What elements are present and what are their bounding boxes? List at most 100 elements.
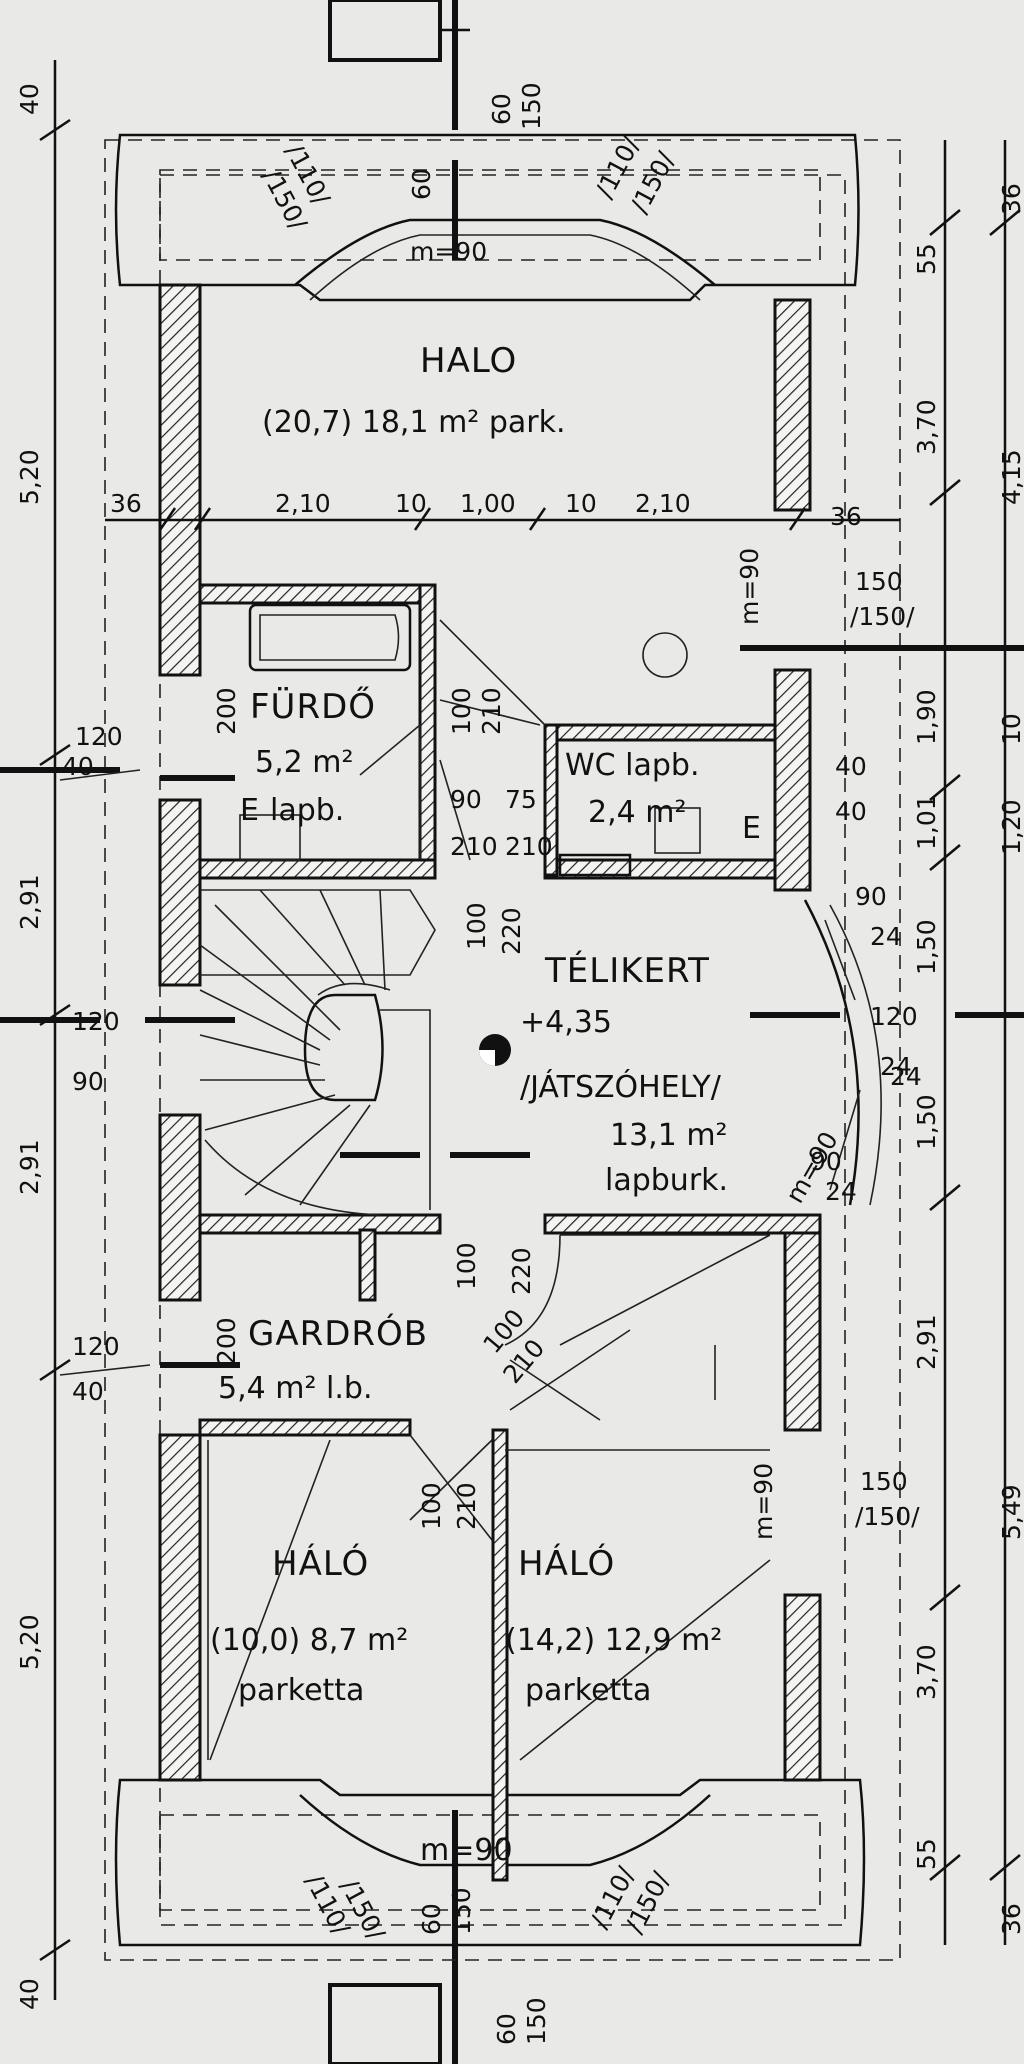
room-area-wc: 2,4 m² xyxy=(588,795,687,830)
dim-door-13: 100 xyxy=(417,1482,446,1530)
right-dimension-labels: 36 4,15 10 1,20 5,49 36 55 3,70 1,90 1,0… xyxy=(835,183,1024,1935)
dim-left-open-5: 120 xyxy=(72,1332,120,1361)
left-dimension-chain xyxy=(39,60,151,2000)
dim-door-11: 220 xyxy=(507,1247,536,1295)
room-name-winter-garden: TÉLIKERT xyxy=(544,950,710,991)
dim-door-7: 210 xyxy=(505,832,553,861)
dim-bay-4: 24 xyxy=(890,1062,922,1091)
room-bedroom-right: m=90 HÁLÓ (14,2) 12,9 m² parketta xyxy=(505,1463,778,1708)
dim-left-open-3: 120 xyxy=(72,1007,120,1036)
dim-right-open-2: /150/ xyxy=(850,602,915,631)
dim-right-outer-3: 10 xyxy=(997,713,1024,745)
dim-left-open-4: 90 xyxy=(72,1067,104,1096)
dim-right-inner-8: 3,70 xyxy=(912,1644,941,1700)
dim-right-inner-7: 2,91 xyxy=(912,1314,941,1370)
dim-door-8: 100 xyxy=(462,902,491,950)
room-name-bathroom: FÜRDŐ xyxy=(250,686,376,727)
dim-right-inner-1: 55 xyxy=(912,243,941,275)
dim-right-open-5: 120 xyxy=(870,1002,918,1031)
room-name-bedroom-left: HÁLÓ xyxy=(272,1543,369,1584)
dim-door-3: 210 xyxy=(477,687,506,735)
dim-door-12: 200 xyxy=(212,1317,241,1365)
room-floor-bedroom-right: parketta xyxy=(525,1673,651,1708)
room-name-wardrobe: GARDRÓB xyxy=(248,1313,428,1354)
dim-bay-6: 90 xyxy=(810,1147,842,1176)
dim-bay-1: m=90 xyxy=(735,548,764,625)
room-floor-winter-garden: lapburk. xyxy=(605,1163,728,1198)
room-code-bathroom: E xyxy=(240,793,259,828)
spiral-stair xyxy=(199,889,436,1216)
room-bedroom-left: HÁLÓ (10,0) 8,7 m² parketta xyxy=(210,1543,408,1708)
window-mark-top: m=90 xyxy=(410,237,487,266)
dim-right-outer-2: 4,15 xyxy=(997,449,1024,505)
dim-left-mid1: 2,91 xyxy=(15,874,44,930)
dim-right-open-6: 24 xyxy=(880,1052,912,1081)
dim-top-row-7: 36 xyxy=(830,502,862,531)
room-area-wardrobe: 5,4 m² l.b. xyxy=(218,1371,372,1406)
dim-left-open-2: 40 xyxy=(62,752,94,781)
dim-door-4: 90 xyxy=(450,785,482,814)
room-name-bedroom-top: HALO xyxy=(420,341,517,381)
dim-right-outer-7: 36 xyxy=(997,1903,1024,1935)
top-balcony xyxy=(114,133,860,302)
dim-left-top: 40 xyxy=(15,83,44,115)
dim-top-row-3: 10 xyxy=(395,489,427,518)
room-area-bedroom-left: (10,0) 8,7 m² xyxy=(210,1623,408,1658)
dim-right-outer-1: 36 xyxy=(997,183,1024,215)
room-level-winter-garden: +4,35 xyxy=(520,1005,612,1040)
dim-top-row-2: 2,10 xyxy=(275,489,331,518)
room-area-bedroom-right: (14,2) 12,9 m² xyxy=(505,1623,722,1658)
window-mark-bottom: m=90 xyxy=(420,1833,513,1868)
window-mark-right: m=90 xyxy=(749,1463,778,1540)
dim-left-mid2: 2,91 xyxy=(15,1139,44,1195)
dim-door-6: 210 xyxy=(450,832,498,861)
dim-right-inner-2: 3,70 xyxy=(912,399,941,455)
dim-botwin-8: 150 xyxy=(522,1997,551,2045)
dim-top-row-5: 10 xyxy=(565,489,597,518)
dim-right-open-8: /150/ xyxy=(855,1502,920,1531)
dim-right-outer-4: 1,20 xyxy=(997,799,1024,855)
outer-dashed-outline xyxy=(104,139,901,1961)
dim-door-2: 100 xyxy=(447,687,476,735)
dim-left-upper: 5,20 xyxy=(15,449,44,505)
dim-botwin-6: 150 xyxy=(447,1887,476,1935)
dim-door-9: 220 xyxy=(497,907,526,955)
bathtub xyxy=(248,603,412,672)
room-area-bedroom-top: (20,7) 18,1 m² park. xyxy=(262,405,566,440)
dim-left-open-1: 120 xyxy=(75,722,123,751)
dim-topwin-1: 60 xyxy=(407,168,436,200)
room-bedroom-top: m=90 HALO (20,7) 18,1 m² park. xyxy=(262,237,566,440)
dim-botwin-5: 60 xyxy=(417,1903,446,1935)
dim-bay-2: 24 xyxy=(870,922,902,951)
dim-door-10: 100 xyxy=(452,1242,481,1290)
exterior-walls xyxy=(158,283,822,1782)
bay-dimensions: m=90 24 90 24 m=90 90 24 xyxy=(735,548,922,1208)
dim-door-5: 75 xyxy=(505,785,537,814)
dim-right-open-3: 40 xyxy=(835,752,867,781)
room-floor-bathroom: lapb. xyxy=(270,793,344,828)
dim-right-open-4: 40 xyxy=(835,797,867,826)
dim-right-outer-6: 5,49 xyxy=(997,1484,1024,1540)
dim-top-row-4: 1,00 xyxy=(460,489,516,518)
section-marker-top xyxy=(328,0,470,130)
room-code-wc: E xyxy=(742,811,761,846)
dim-right-inner-3: 1,90 xyxy=(912,689,941,745)
dim-right-inner-9: 55 xyxy=(912,1838,941,1870)
dim-left-open-6: 40 xyxy=(72,1377,104,1406)
dim-botwin-7: 60 xyxy=(492,2013,521,2045)
dim-topwin-3: 150 xyxy=(517,82,546,130)
door-swings xyxy=(207,619,771,1761)
bay-window xyxy=(803,899,882,1206)
interior-walls xyxy=(198,583,822,1882)
dim-right-inner-4: 1,01 xyxy=(912,794,941,850)
door-dimensions: 200 100 210 90 75 210 210 100 220 100 22… xyxy=(212,687,553,1530)
dim-left-bottom: 40 xyxy=(15,1978,44,2010)
room-use-winter-garden: /JÁTSZÓHELY/ xyxy=(520,1068,722,1105)
room-wardrobe: GARDRÓB 5,4 m² l.b. xyxy=(218,1313,428,1406)
room-winter-garden: TÉLIKERT +4,35 /JÁTSZÓHELY/ 13,1 m² lapb… xyxy=(520,950,728,1198)
room-area-bathroom: 5,2 m² xyxy=(255,745,354,780)
dim-right-inner-5: 1,50 xyxy=(912,919,941,975)
opening-bars xyxy=(160,160,458,1930)
